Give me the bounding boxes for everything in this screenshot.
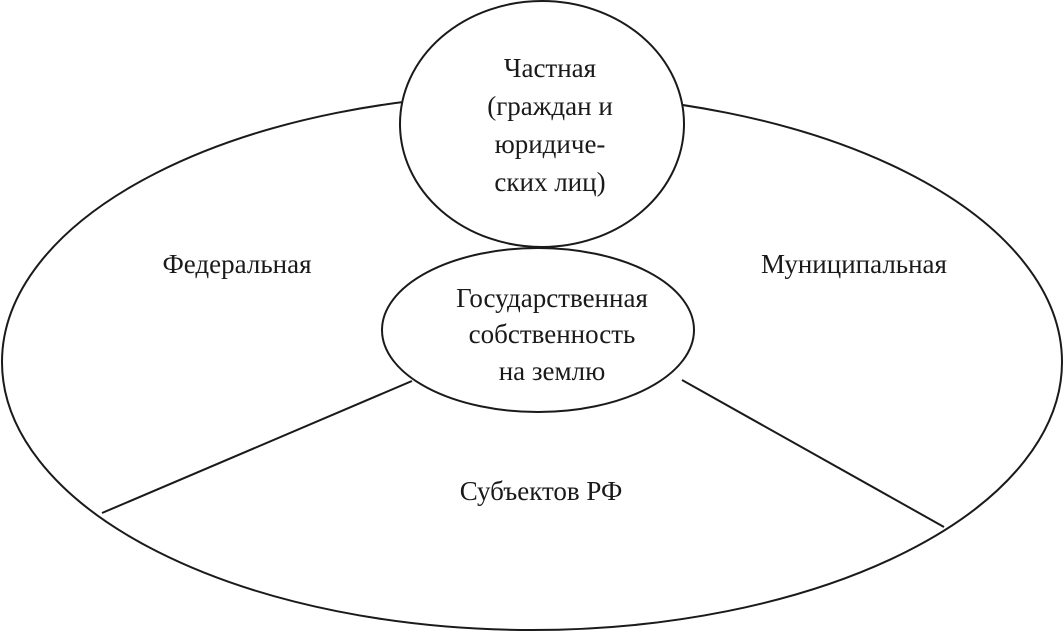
private-line-3: юридиче- xyxy=(495,129,606,159)
municipal-label: Муниципальная xyxy=(761,249,947,279)
private-line-2: (граждан и xyxy=(487,91,613,121)
center-ellipse xyxy=(381,247,695,413)
private-circle xyxy=(399,0,685,248)
center-line-2: собственность xyxy=(469,319,636,349)
center-line-3: на землю xyxy=(499,356,606,386)
divider-left xyxy=(101,380,413,514)
private-line-4: ских лиц) xyxy=(494,167,605,197)
private-line-1: Частная xyxy=(504,53,596,83)
subjects-label: Субъектов РФ xyxy=(460,476,623,506)
divider-right xyxy=(681,379,945,528)
federal-label: Федеральная xyxy=(162,249,311,279)
center-line-1: Государственная xyxy=(456,283,648,313)
